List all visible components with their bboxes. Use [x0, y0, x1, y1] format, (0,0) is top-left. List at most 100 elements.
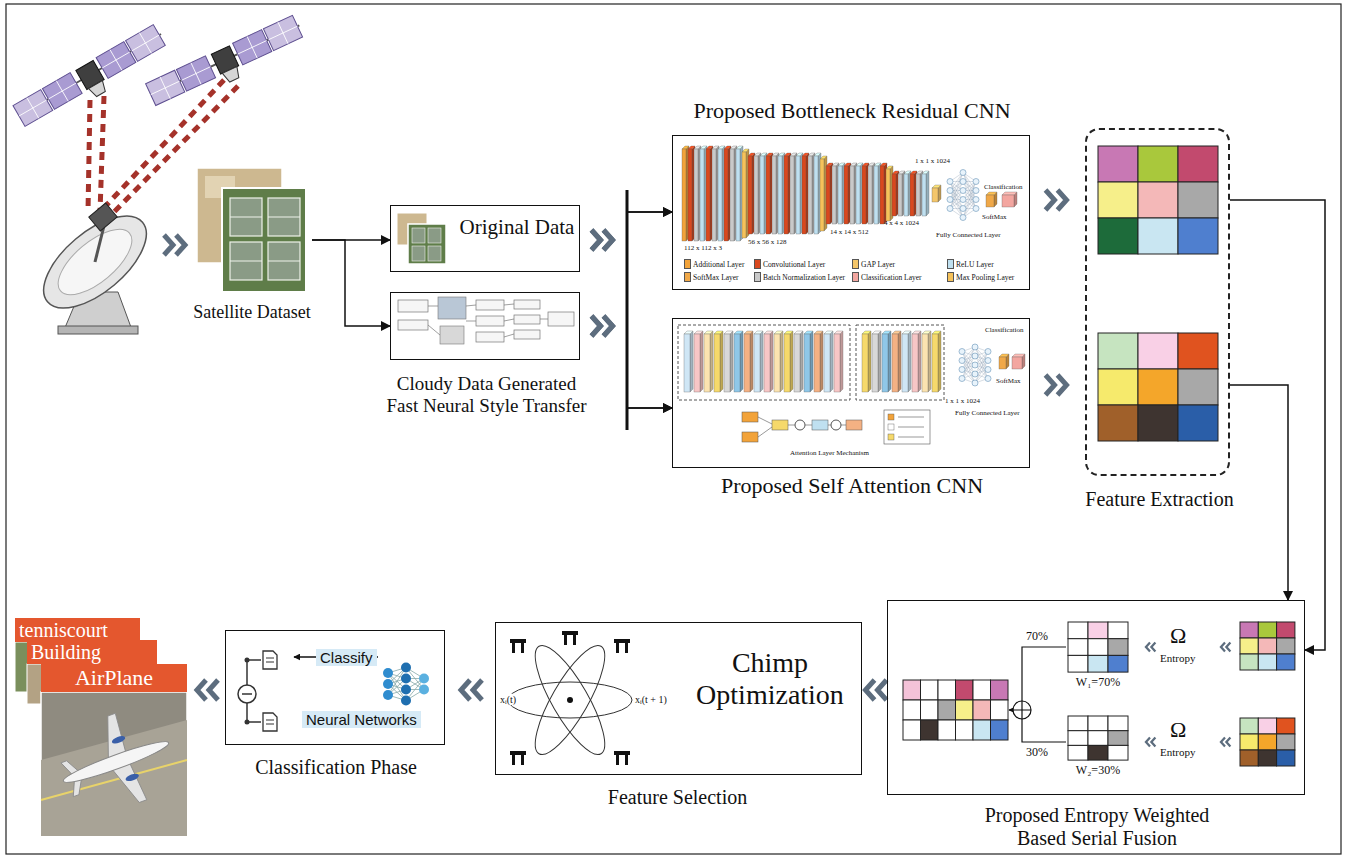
layer-front	[892, 334, 898, 392]
layer-top	[892, 171, 899, 174]
layer-top	[808, 153, 815, 156]
connector-line	[627, 212, 672, 326]
layer-front	[882, 334, 888, 392]
chimp-icon	[562, 631, 578, 645]
thumb-tile	[397, 213, 427, 245]
layer-top	[712, 146, 719, 149]
layer-annotation: SoftMax	[982, 214, 1007, 222]
layer-front	[684, 334, 690, 392]
chevron-stroke	[1046, 375, 1055, 395]
attention-key-line	[898, 426, 924, 428]
dish-pedestal	[58, 326, 138, 334]
chevron-stroke	[604, 316, 613, 336]
layer-front	[764, 334, 770, 392]
satellite-antenna	[222, 67, 241, 84]
matrix-cell	[956, 700, 974, 720]
legend-swatch	[852, 259, 859, 269]
neuron	[960, 206, 966, 212]
layer-front	[734, 334, 740, 392]
layer-top	[796, 153, 803, 156]
layer-top	[784, 153, 791, 156]
layer-bar	[734, 331, 743, 392]
nn-neuron	[401, 696, 411, 706]
chevron-stroke	[604, 230, 613, 250]
layer-front	[694, 334, 700, 392]
neuron	[960, 215, 966, 221]
chevron-stroke	[1046, 190, 1055, 210]
layer-top	[838, 163, 845, 166]
layer-front	[922, 174, 926, 216]
layer-bar	[1012, 354, 1025, 369]
matrix-cell	[921, 680, 939, 700]
layer-side	[928, 331, 931, 392]
layer-top	[794, 331, 803, 334]
layer-front	[892, 174, 896, 216]
signal-beam	[88, 100, 90, 212]
layer-bar	[704, 331, 713, 392]
nn-neuron	[383, 690, 393, 700]
layer-bar	[824, 331, 833, 392]
legend-item: ReLU Layer	[947, 259, 994, 269]
layer-front	[986, 195, 994, 207]
layer-top	[772, 153, 779, 156]
layer-bar	[764, 331, 773, 392]
entropy-matrix	[1240, 718, 1295, 766]
panel-grid	[132, 35, 160, 51]
chevron-arrow	[1221, 738, 1230, 747]
layer-top	[754, 153, 761, 156]
neuron	[959, 349, 965, 355]
layer-front	[724, 149, 728, 241]
panel-grid	[181, 67, 210, 81]
airplane	[48, 700, 185, 825]
matrix-cell	[1178, 182, 1218, 218]
layer-front	[922, 334, 928, 392]
layer-front	[808, 156, 812, 234]
chevron-stroke	[866, 680, 875, 700]
sum-symbol	[1013, 701, 1031, 719]
layer-front	[834, 334, 840, 392]
satellite	[13, 24, 172, 135]
entropy-matrix	[1240, 622, 1295, 670]
chart-link	[466, 305, 476, 306]
layer-front	[826, 166, 830, 224]
layer-bar	[804, 331, 813, 392]
chevron-stroke	[878, 680, 887, 700]
layer-bar	[912, 331, 921, 392]
cnn-box: Proposed Bottleneck Residual CNN	[672, 135, 1030, 290]
neuron	[960, 188, 966, 194]
layer-top	[922, 171, 929, 174]
layer-side	[810, 331, 813, 392]
chart-link	[504, 304, 514, 305]
feature-matrix	[1098, 146, 1218, 254]
solar-panel	[13, 90, 53, 127]
panel-grid	[269, 26, 298, 40]
connector	[592, 212, 673, 250]
class-band: tenniscourt	[15, 618, 140, 642]
solar-panel	[263, 15, 302, 50]
matrix-cell	[1138, 369, 1178, 405]
layer-top	[986, 192, 997, 195]
chevron-arrow	[592, 230, 613, 250]
layer-top	[700, 146, 707, 149]
layer-top	[814, 331, 823, 334]
layer-side	[740, 331, 743, 392]
layer-top	[898, 171, 905, 174]
legend-swatch	[684, 259, 691, 269]
chimp-icon	[510, 751, 526, 765]
neuron	[973, 179, 979, 185]
attention-link	[758, 417, 772, 424]
layer-bar	[922, 331, 931, 392]
layer-top	[724, 331, 733, 334]
class-band: AirPlane	[41, 664, 187, 692]
layer-top	[868, 163, 875, 166]
chevron-arrow	[866, 680, 887, 700]
dashed-group	[856, 325, 944, 400]
layer-top	[862, 331, 871, 334]
layer-top	[872, 331, 881, 334]
matrix-cell	[1277, 750, 1295, 766]
sum-cross	[1013, 701, 1031, 719]
chevron-arrow	[1221, 643, 1230, 652]
layer-top	[892, 331, 901, 334]
layer-bar	[754, 331, 763, 392]
layer-side	[898, 331, 901, 392]
